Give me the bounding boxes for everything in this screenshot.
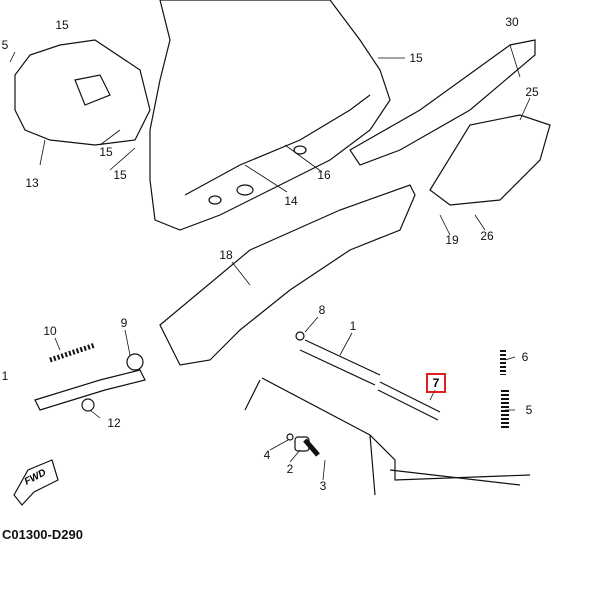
callout-8[interactable]: 8 — [318, 303, 326, 317]
callout-4[interactable]: 4 — [263, 448, 271, 462]
center-stand-part — [244, 339, 531, 496]
callout-15[interactable]: 15 — [409, 51, 423, 65]
leg-shield-part — [149, 0, 391, 231]
callout-15[interactable]: 15 — [99, 145, 113, 159]
callout-15[interactable]: 15 — [55, 18, 69, 32]
callout-10[interactable]: 10 — [43, 324, 57, 338]
fwd-arrow-icon — [13, 459, 59, 506]
callout-13[interactable]: 13 — [25, 176, 39, 190]
callout-19[interactable]: 19 — [445, 233, 459, 247]
callout-1[interactable]: 1 — [349, 319, 357, 333]
callout-30[interactable]: 30 — [505, 15, 519, 29]
side-stand-part — [34, 369, 146, 411]
callout-5[interactable]: 5 — [525, 403, 533, 417]
side-cover-part — [14, 39, 151, 146]
footrest-part — [349, 39, 536, 166]
frame-cover-part — [159, 184, 416, 366]
callout-15[interactable]: 15 — [113, 168, 127, 182]
callout-9[interactable]: 9 — [120, 316, 128, 330]
callout-16[interactable]: 16 — [317, 168, 331, 182]
cover-part — [429, 114, 551, 206]
callout-14[interactable]: 14 — [284, 194, 298, 208]
callout-3[interactable]: 3 — [319, 479, 327, 493]
diagram-code: C01300-D290 — [2, 527, 83, 542]
spring-part — [49, 342, 96, 363]
callout-26[interactable]: 26 — [480, 229, 494, 243]
callout-25[interactable]: 25 — [525, 85, 539, 99]
callout-5[interactable]: 5 — [1, 38, 9, 52]
callout-18[interactable]: 18 — [219, 248, 233, 262]
callout-2[interactable]: 2 — [286, 462, 294, 476]
callout-7-highlighted[interactable]: 7 — [426, 373, 446, 393]
callout-1[interactable]: 1 — [1, 369, 9, 383]
callout-6[interactable]: 6 — [521, 350, 529, 364]
callout-7-text: 7 — [432, 376, 440, 390]
callout-12[interactable]: 12 — [107, 416, 121, 430]
